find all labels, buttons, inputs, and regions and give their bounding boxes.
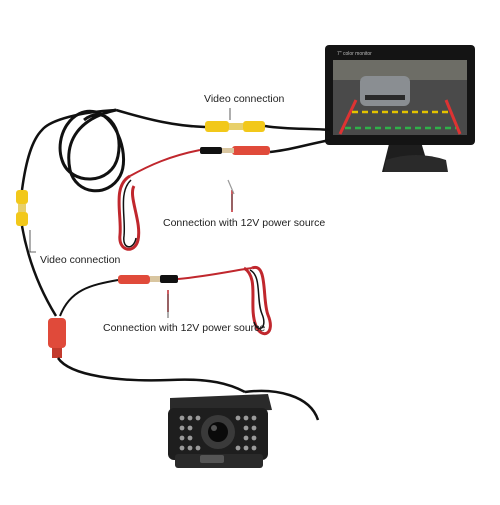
video-connector-top	[205, 121, 331, 132]
camera	[168, 389, 320, 468]
callout-lines	[29, 108, 233, 318]
bottom-red-wire-coil	[243, 266, 272, 336]
camera-ir-leds	[179, 415, 257, 451]
top-cable-to-left	[20, 108, 117, 191]
video-connector-left	[16, 190, 28, 226]
label-video-connection-top: Video connection	[204, 93, 285, 105]
power-connector-bottom	[59, 266, 272, 336]
lower-red-connector	[48, 318, 66, 358]
camera-lens	[208, 422, 228, 442]
power-connector-top	[117, 138, 331, 251]
camera-mount-slot	[200, 455, 224, 463]
monitor-screen-car	[360, 76, 410, 106]
label-video-connection-left: Video connection	[40, 254, 121, 266]
lower-cable-to-camera	[56, 357, 246, 394]
monitor-guide-red	[338, 99, 462, 135]
monitor-screen-sky	[333, 60, 467, 80]
label-power-connection-top: Connection with 12V power source	[163, 217, 326, 229]
label-power-connection-bottom: Connection with 12V power source	[103, 322, 266, 334]
top-cable-to-video	[115, 108, 206, 129]
top-red-wire-coil	[117, 174, 141, 251]
monitor-brand: 7" color monitor	[337, 51, 372, 57]
top-cable-coil	[58, 108, 125, 193]
callout-video-left	[29, 230, 36, 253]
monitor-screen-car-grille	[365, 95, 405, 100]
monitor-stand-foot	[384, 155, 448, 172]
left-cable-lower	[20, 225, 58, 317]
monitor: 7" color monitor	[325, 45, 475, 172]
